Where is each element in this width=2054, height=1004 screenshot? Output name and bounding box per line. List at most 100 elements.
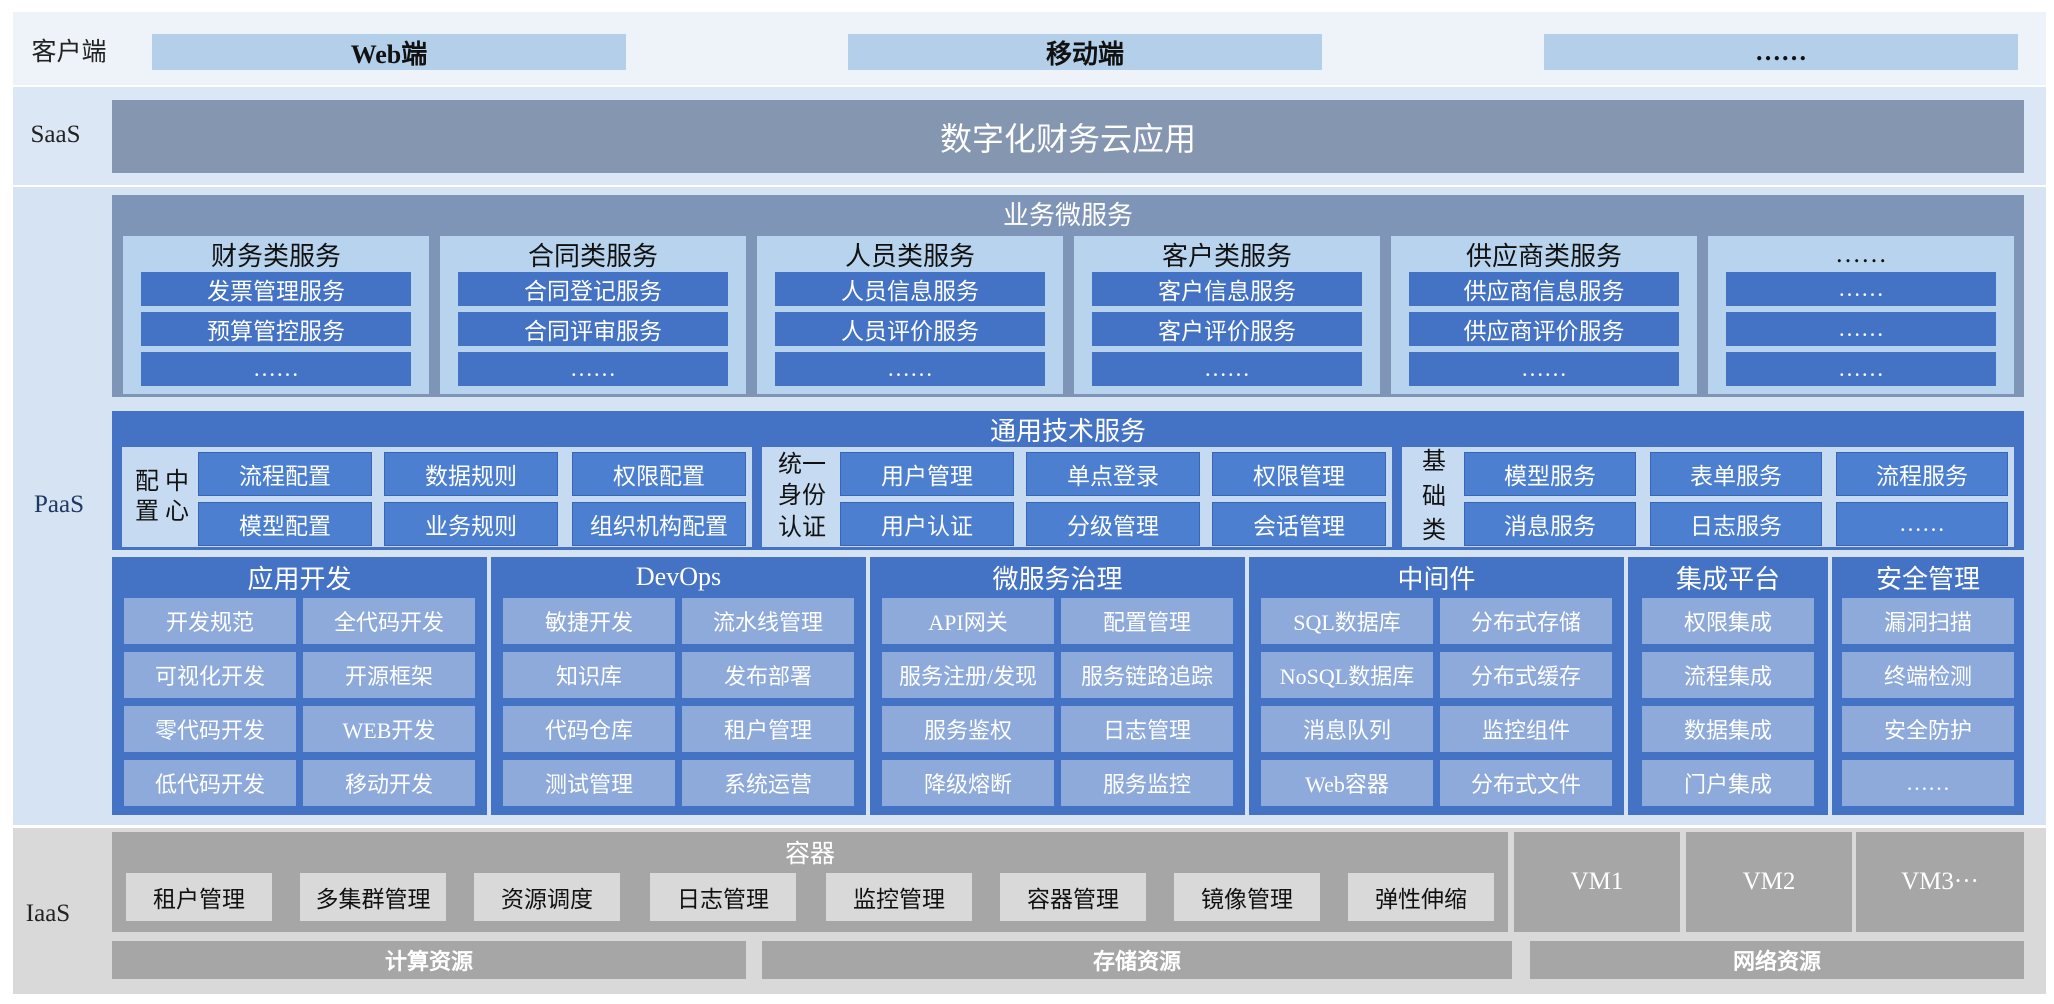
- client-more-box: ……: [1544, 34, 2018, 70]
- service-item: 人员评价服务: [775, 312, 1045, 346]
- tech-item: 流程服务: [1836, 452, 2008, 496]
- container-item: 多集群管理: [300, 873, 446, 921]
- resource-box: 计算资源: [112, 941, 746, 979]
- service-card-title: 合同类服务: [527, 241, 658, 271]
- capability-item: 知识库: [503, 652, 675, 698]
- tech-item: 日志服务: [1650, 502, 1822, 546]
- paas-layer-label: PaaS: [34, 491, 84, 518]
- service-item: 客户评价服务: [1092, 312, 1362, 346]
- capability-item: 零代码开发: [124, 706, 296, 752]
- capability-item: 租户管理: [682, 706, 854, 752]
- service-item: 客户信息服务: [1092, 272, 1362, 306]
- tech-group-label-char: 配: [135, 469, 159, 495]
- tech-group-label: 配置中心: [126, 447, 198, 547]
- capability-item: 终端检测: [1842, 652, 2014, 698]
- service-item: 供应商评价服务: [1409, 312, 1679, 346]
- capability-module-title: DevOps: [635, 562, 722, 591]
- capability-item: 分布式缓存: [1440, 652, 1612, 698]
- capability-item: 服务注册/发现: [882, 652, 1054, 698]
- container-item: 资源调度: [474, 873, 620, 921]
- container-item: 租户管理: [126, 873, 272, 921]
- saas-app-box: 数字化财务云应用: [112, 100, 2024, 173]
- service-item: 合同登记服务: [458, 272, 728, 306]
- tech-item: 用户认证: [840, 502, 1014, 546]
- capability-item: 漏洞扫描: [1842, 598, 2014, 644]
- container-title: 容器: [784, 841, 835, 868]
- tech-item: 消息服务: [1464, 502, 1636, 546]
- capability-item: Web容器: [1261, 760, 1433, 806]
- service-item: ……: [1726, 312, 1996, 346]
- service-item: 合同评审服务: [458, 312, 728, 346]
- capability-item: WEB开发: [303, 706, 475, 752]
- common-tech-services-title: 通用技术服务: [989, 416, 1146, 446]
- tech-group-label-part: 身份: [778, 483, 826, 510]
- tech-group-label-char: 置: [135, 499, 159, 525]
- service-item: ……: [1726, 272, 1996, 306]
- capability-item: 门户集成: [1642, 760, 1814, 806]
- capability-item: API网关: [882, 598, 1054, 644]
- capability-item: 分布式文件: [1440, 760, 1612, 806]
- capability-item: 移动开发: [303, 760, 475, 806]
- tech-group-label-char: 中: [165, 469, 189, 495]
- capability-module-title: 安全管理: [1875, 564, 1980, 594]
- container-item: 容器管理: [1000, 873, 1146, 921]
- capability-module-title: 应用开发: [247, 564, 352, 594]
- container-item: 监控管理: [826, 873, 972, 921]
- service-item: 发票管理服务: [141, 272, 411, 306]
- business-microservices-title: 业务微服务: [1002, 200, 1133, 230]
- tech-item: 会话管理: [1212, 502, 1386, 546]
- capability-item: ……: [1842, 760, 2014, 806]
- service-item: ……: [1092, 352, 1362, 386]
- tech-item: 数据规则: [384, 452, 558, 496]
- vm-box: VM2: [1686, 832, 1852, 932]
- capability-module-title: 微服务治理: [992, 564, 1123, 594]
- container-item: 弹性伸缩: [1348, 873, 1494, 921]
- container-item: 镜像管理: [1174, 873, 1320, 921]
- capability-item: 全代码开发: [303, 598, 475, 644]
- tech-item: 权限配置: [572, 452, 746, 496]
- tech-group-label-part: 类: [1422, 518, 1446, 545]
- service-card-title: 财务类服务: [210, 241, 341, 271]
- tech-item: 模型配置: [198, 502, 372, 546]
- service-item: 人员信息服务: [775, 272, 1045, 306]
- resource-box: 存储资源: [762, 941, 1512, 979]
- service-item: ……: [1409, 352, 1679, 386]
- service-card-title: 供应商类服务: [1465, 241, 1622, 271]
- tech-group-label-part: 认证: [778, 514, 826, 541]
- capability-item: 安全防护: [1842, 706, 2014, 752]
- service-item: ……: [458, 352, 728, 386]
- capability-item: 流水线管理: [682, 598, 854, 644]
- capability-item: 可视化开发: [124, 652, 296, 698]
- service-item: 预算管控服务: [141, 312, 411, 346]
- tech-item: 组织机构配置: [572, 502, 746, 546]
- capability-item: 服务监控: [1061, 760, 1233, 806]
- service-item: ……: [1726, 352, 1996, 386]
- tech-group-label-part: 基: [1422, 448, 1446, 475]
- capability-item: 开源框架: [303, 652, 475, 698]
- tech-item: 单点登录: [1026, 452, 1200, 496]
- tech-item: 模型服务: [1464, 452, 1636, 496]
- capability-item: NoSQL数据库: [1261, 652, 1433, 698]
- capability-item: 配置管理: [1061, 598, 1233, 644]
- capability-module-title: 中间件: [1397, 564, 1476, 594]
- capability-item: 权限集成: [1642, 598, 1814, 644]
- service-card-title: 客户类服务: [1161, 241, 1292, 271]
- capability-item: 监控组件: [1440, 706, 1612, 752]
- service-item: 供应商信息服务: [1409, 272, 1679, 306]
- tech-item: 权限管理: [1212, 452, 1386, 496]
- saas-layer-label: SaaS: [30, 121, 81, 148]
- tech-item: 分级管理: [1026, 502, 1200, 546]
- tech-group-label-part: 统一: [778, 452, 826, 479]
- business-microservices-panel: [112, 195, 2024, 397]
- capability-item: 代码仓库: [503, 706, 675, 752]
- vm-box: VM3···: [1856, 832, 2024, 932]
- capability-item: 敏捷开发: [503, 598, 675, 644]
- capability-item: 服务鉴权: [882, 706, 1054, 752]
- tech-group-label: 基础类: [1406, 447, 1462, 547]
- tech-item: 表单服务: [1650, 452, 1822, 496]
- tech-item: 流程配置: [198, 452, 372, 496]
- client-layer-label: 客户端: [31, 39, 107, 66]
- capability-module-title: 集成平台: [1675, 564, 1780, 594]
- capability-item: 测试管理: [503, 760, 675, 806]
- capability-item: 消息队列: [1261, 706, 1433, 752]
